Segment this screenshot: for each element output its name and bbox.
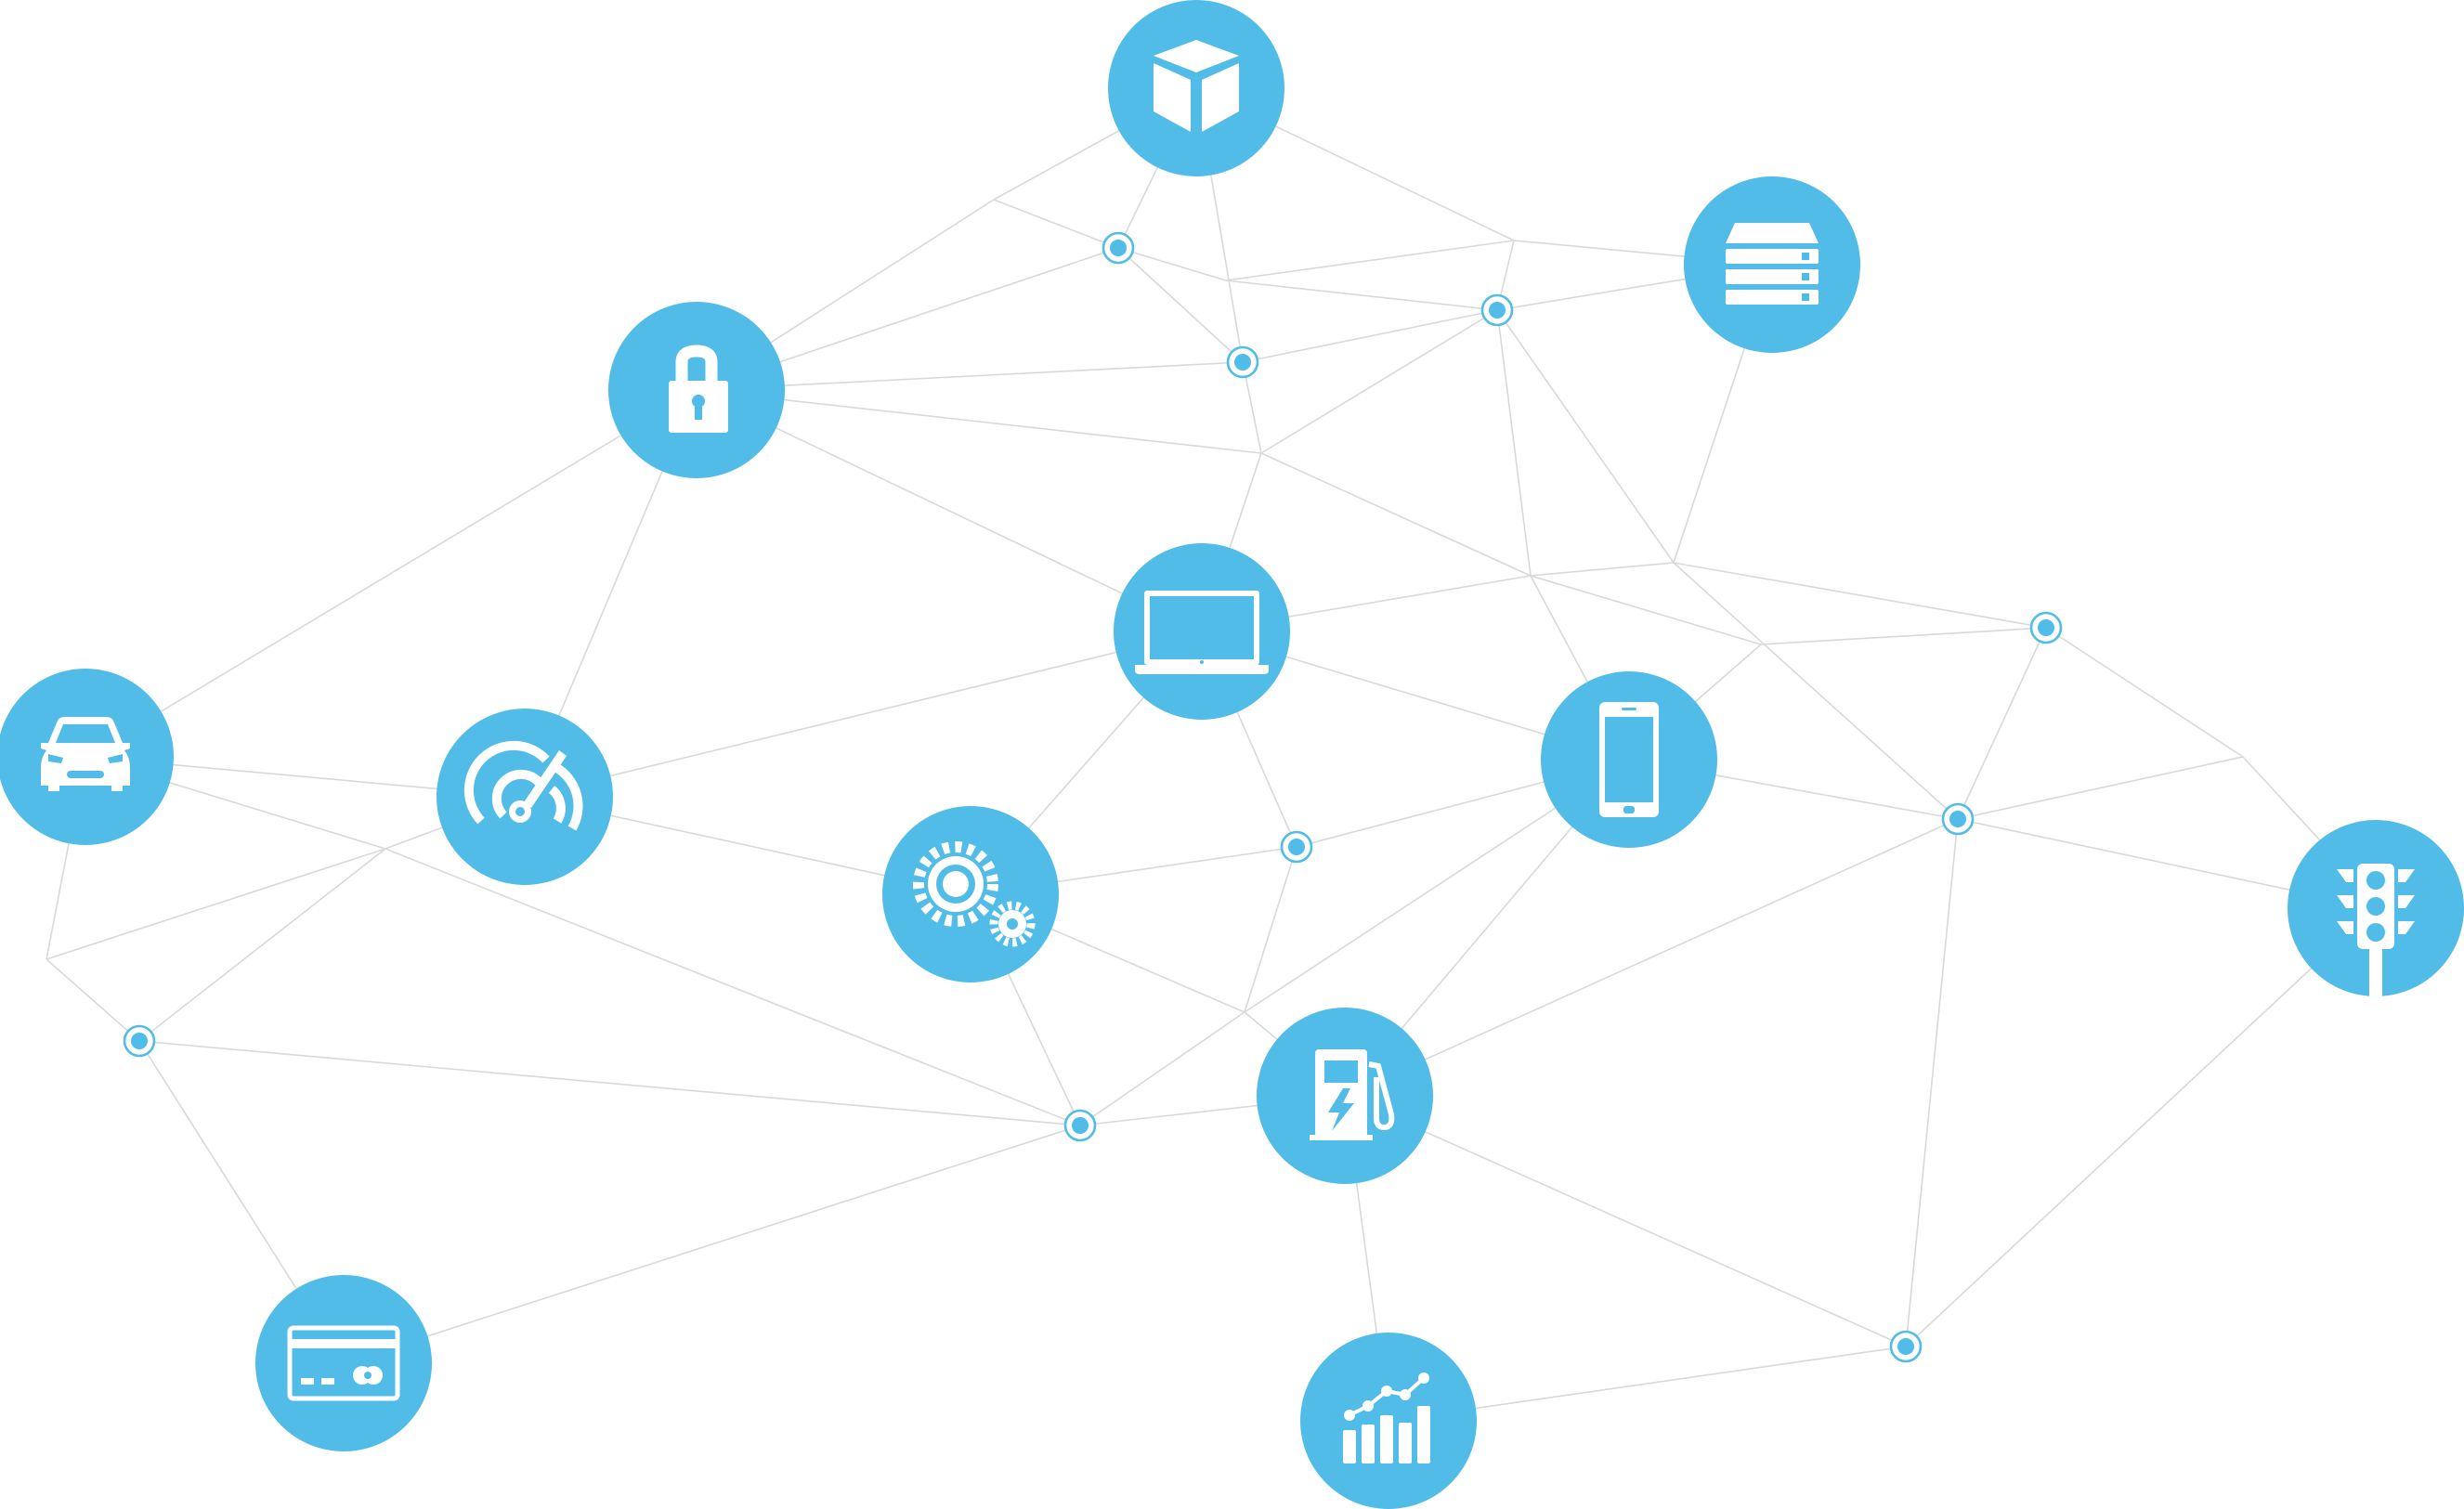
junction-node	[1941, 802, 1975, 836]
edge	[1905, 907, 2377, 1347]
junction-node	[123, 1024, 156, 1058]
edge	[1957, 627, 2047, 820]
node-analytics	[1300, 1333, 1477, 1509]
junction-node	[1480, 293, 1514, 327]
junction-node	[1102, 231, 1135, 265]
node-laptop	[1114, 543, 1290, 720]
traffic-light-icon	[2337, 864, 2415, 996]
junction-node	[1280, 830, 1313, 864]
edge	[1344, 1095, 1907, 1347]
junction-node	[2029, 611, 2063, 644]
edge	[1344, 818, 1959, 1097]
edge	[1242, 309, 1498, 363]
edge	[46, 958, 140, 1042]
server-icon	[1726, 223, 1819, 305]
node-smartphone	[1541, 671, 1717, 848]
edge	[1079, 1011, 1245, 1126]
edge	[1117, 247, 1227, 281]
node-server	[1684, 176, 1860, 353]
edge	[1117, 247, 1244, 363]
edge	[46, 848, 386, 960]
edge-layer	[46, 87, 2377, 1422]
node-traffic-light	[2288, 820, 2464, 996]
laptop-icon	[1135, 591, 1269, 674]
ev-charger-icon	[1310, 1049, 1395, 1140]
node-package	[1108, 0, 1284, 176]
speedometer-icon	[463, 740, 583, 831]
edge	[1530, 562, 1675, 577]
credit-card-icon	[287, 1325, 400, 1401]
edge	[696, 361, 1244, 391]
junction-node	[1226, 345, 1259, 379]
analytics-chart-icon	[1343, 1372, 1430, 1463]
edge	[85, 389, 697, 758]
edge	[993, 199, 1119, 249]
edge	[1260, 452, 1532, 577]
edge	[1225, 280, 1498, 311]
edge	[1530, 575, 1762, 645]
box-icon	[1154, 40, 1239, 132]
junction-node	[1063, 1109, 1097, 1142]
edge	[2045, 627, 2244, 758]
edge	[385, 848, 1081, 1126]
padlock-icon	[669, 345, 728, 433]
edge	[1260, 309, 1498, 454]
node-credit-card	[255, 1275, 432, 1451]
edge	[1225, 240, 1515, 281]
edge	[1673, 562, 2047, 629]
edge	[1760, 627, 2047, 645]
edge	[1244, 846, 1297, 1013]
node-gears	[882, 806, 1059, 982]
node-speedometer	[437, 709, 613, 885]
edge	[1905, 818, 1959, 1347]
edge	[1496, 309, 1532, 577]
edge	[343, 1125, 1081, 1364]
gears-icon	[913, 841, 1036, 947]
junction-node	[1889, 1330, 1923, 1363]
edge	[696, 389, 1203, 632]
edge	[1673, 562, 1959, 820]
car-icon	[41, 717, 130, 791]
edge	[696, 389, 1262, 454]
edge	[1496, 309, 1675, 564]
node-car	[0, 669, 174, 845]
edge	[1957, 756, 2244, 820]
node-charging-station	[1257, 1008, 1433, 1184]
junction-layer	[123, 231, 2063, 1363]
edge	[524, 631, 1203, 798]
smartphone-icon	[1599, 702, 1659, 817]
node-lock	[608, 302, 785, 478]
edge	[138, 848, 386, 1042]
edge	[138, 1040, 1081, 1126]
